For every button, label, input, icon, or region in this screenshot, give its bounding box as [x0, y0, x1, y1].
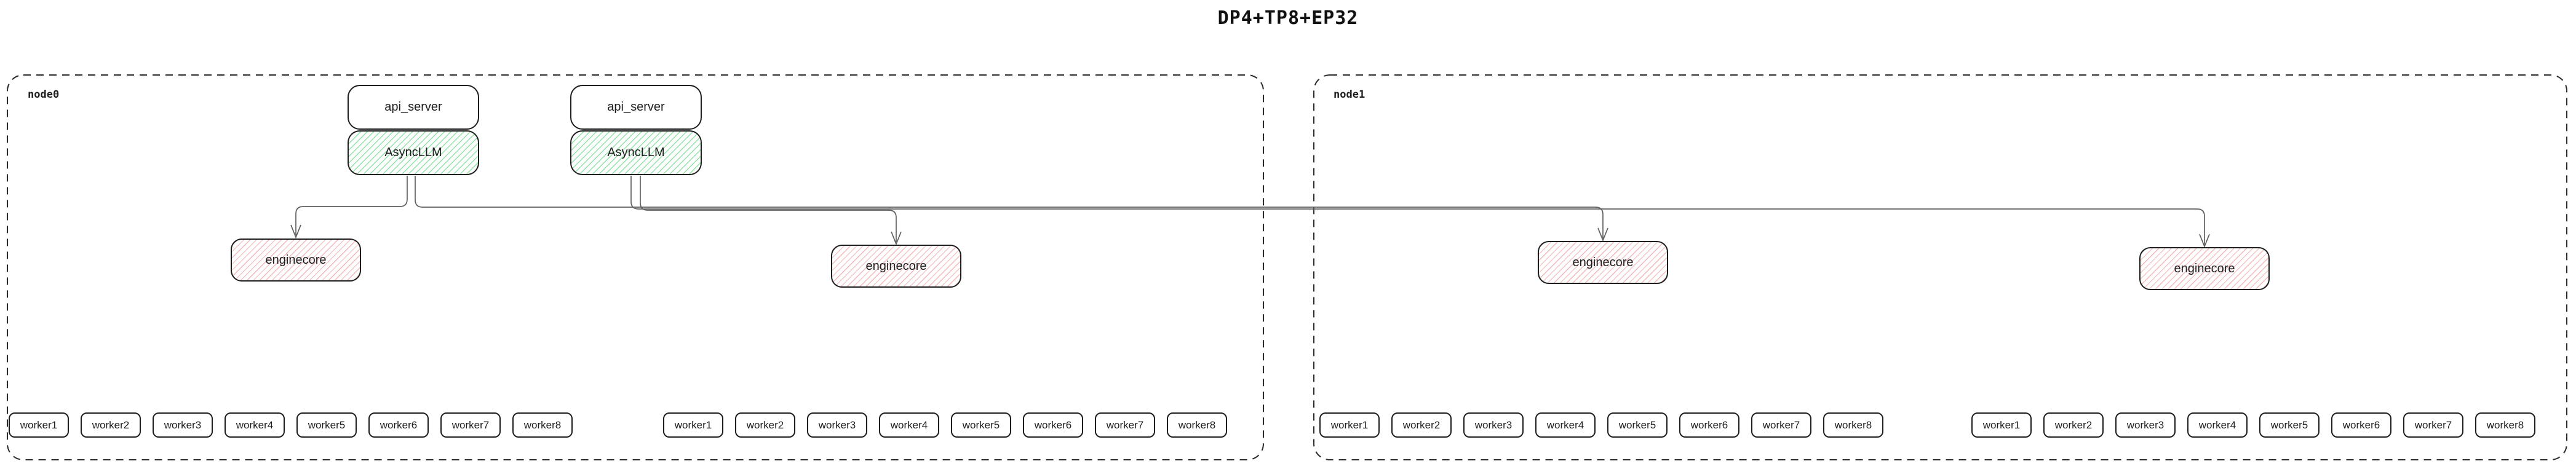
worker-group-node1-0: worker1 worker2 worker3 worker4 worker5 worke… [1319, 412, 1883, 438]
enginecore-box-node0-1: enginecore [831, 245, 961, 288]
api-server-box-1: api_server [570, 85, 702, 130]
enginecore-box-node1-1: enginecore [2139, 247, 2270, 290]
worker-box: worker4 [225, 412, 285, 438]
worker-box: worker6 [2331, 412, 2391, 438]
worker-box: worker2 [1391, 412, 1452, 438]
worker-box: worker5 [2259, 412, 2320, 438]
api-server-box-0: api_server [348, 85, 479, 130]
worker-box: worker1 [663, 412, 723, 438]
arrowhead-enginecore3 [2199, 234, 2210, 248]
worker-box: worker8 [1167, 412, 1227, 438]
worker-box: worker8 [2475, 412, 2535, 438]
worker-box: worker4 [879, 412, 939, 438]
arrowhead-enginecore0 [290, 224, 301, 239]
edge-asyncllm0-enginecore0 [295, 176, 408, 235]
worker-box: worker6 [1023, 412, 1083, 438]
worker-group-node0-0: worker1 worker2 worker3 worker4 worker5 worke… [9, 412, 573, 438]
worker-box: worker2 [2043, 412, 2104, 438]
asyncllm-box-1: AsyncLLM [570, 130, 702, 175]
worker-box: worker6 [368, 412, 429, 438]
worker-box: worker7 [1751, 412, 1811, 438]
worker-box: worker1 [1319, 412, 1380, 438]
worker-group-node0-1: worker1 worker2 worker3 worker4 worker5 worke… [663, 412, 1227, 438]
edge-asyncllm1-enginecore1 [640, 176, 897, 242]
node1-frame [1313, 74, 2567, 460]
worker-box: worker2 [81, 412, 141, 438]
worker-box: worker5 [951, 412, 1011, 438]
asyncllm-box-0: AsyncLLM [348, 130, 479, 175]
worker-box: worker5 [1607, 412, 1668, 438]
arrowhead-enginecore1 [891, 231, 902, 246]
worker-box: worker5 [296, 412, 357, 438]
edge-asyncllm1-enginecore3 [630, 176, 2205, 245]
worker-box: worker7 [440, 412, 501, 438]
enginecore-box-node0-0: enginecore [231, 238, 361, 282]
node1-label: node1 [1334, 89, 1366, 101]
worker-box: worker2 [735, 412, 795, 438]
worker-box: worker7 [2403, 412, 2463, 438]
node0-frame [7, 74, 1264, 460]
worker-box: worker3 [2115, 412, 2176, 438]
worker-group-node1-1: worker1 worker2 worker3 worker4 worker5 worke… [1971, 412, 2535, 438]
worker-box: worker8 [512, 412, 573, 438]
worker-box: worker4 [2187, 412, 2248, 438]
diagram-title: DP4+TP8+EP32 [1217, 7, 1359, 29]
worker-box: worker1 [9, 412, 69, 438]
worker-box: worker4 [1535, 412, 1596, 438]
worker-box: worker1 [1971, 412, 2032, 438]
arrowhead-enginecore2 [1597, 227, 1608, 242]
edge-asyncllm0-enginecore2 [415, 176, 1604, 238]
worker-box: worker7 [1095, 412, 1155, 438]
worker-box: worker3 [153, 412, 213, 438]
worker-box: worker3 [807, 412, 867, 438]
worker-box: worker8 [1823, 412, 1883, 438]
node0-label: node0 [28, 89, 60, 101]
worker-box: worker3 [1463, 412, 1524, 438]
enginecore-box-node1-0: enginecore [1538, 241, 1668, 284]
worker-box: worker6 [1679, 412, 1739, 438]
